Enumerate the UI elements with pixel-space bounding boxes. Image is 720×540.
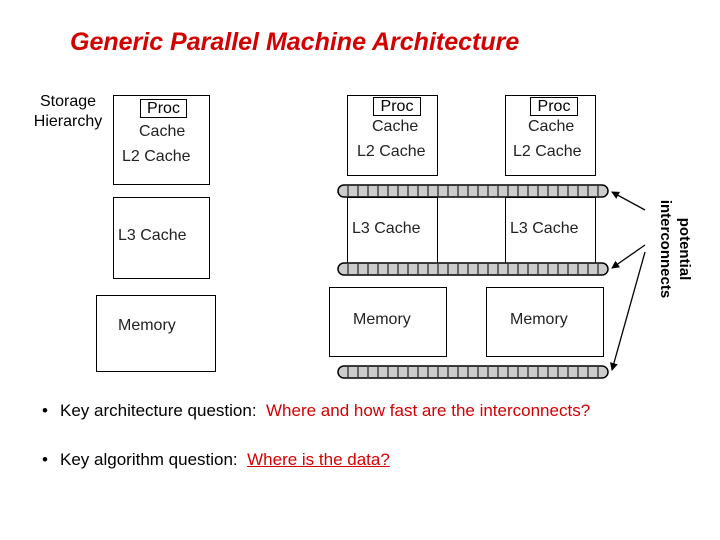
node-3-memory-label: Memory [510,311,568,328]
interconnect-arrows [610,191,646,371]
bullet-dot-icon: • [42,401,48,420]
node-3-memory-box [486,287,604,357]
bullet-architecture: • Key architecture question: Where and ho… [42,401,590,421]
node-2-l3-label: L3 Cache [352,220,421,237]
slide-title: Generic Parallel Machine Architecture [70,28,520,56]
bus-l3 [337,262,609,276]
node-3-cache-label: Cache [528,118,575,135]
storage-hierarchy-label: Storage Hierarchy [22,92,114,132]
node-2-proc-label: Proc [380,98,414,115]
node-2-memory-box [329,287,447,357]
node-3-l3-label: L3 Cache [510,220,579,237]
bullet-algorithm: • Key algorithm question: Where is the da… [42,450,390,470]
node-1-memory-box [96,295,216,372]
bullet-dot-icon: • [42,450,48,469]
side-label-line-1: potential [676,217,693,281]
node-2-memory-label: Memory [353,311,411,328]
bus-memory [337,365,609,379]
node-1-l3-box [113,197,210,279]
node-2-cache-label: Cache [372,118,419,135]
bullet-algorithm-highlight: Where is the data? [247,450,390,469]
node-1-l2-box [113,95,210,185]
node-2-l2-label: L2 Cache [357,143,426,160]
bullet-algorithm-prefix: Key algorithm question: [60,450,238,469]
node-1-proc-box: Proc [140,99,187,118]
bullet-architecture-prefix: Key architecture question: [60,401,257,420]
bullet-architecture-highlight: Where and how fast are the interconnects… [266,401,591,420]
node-3-proc-box: Proc [530,97,578,116]
node-1-cache-label: Cache [139,123,186,140]
storage-label-line-1: Storage [39,93,97,110]
potential-interconnects-label: potential interconnects [648,195,694,303]
node-1-proc-label: Proc [147,100,180,117]
node-3-l2-label: L2 Cache [513,143,582,160]
storage-label-line-2: Hierarchy [33,113,103,130]
node-2-proc-box: Proc [373,97,421,116]
node-1-memory-label: Memory [118,317,176,334]
node-3-proc-label: Proc [537,98,571,115]
node-1-l2-label: L2 Cache [122,148,191,165]
side-label-line-2: interconnects [657,199,674,299]
bus-l2 [337,184,609,198]
node-1-l3-label: L3 Cache [118,227,187,244]
